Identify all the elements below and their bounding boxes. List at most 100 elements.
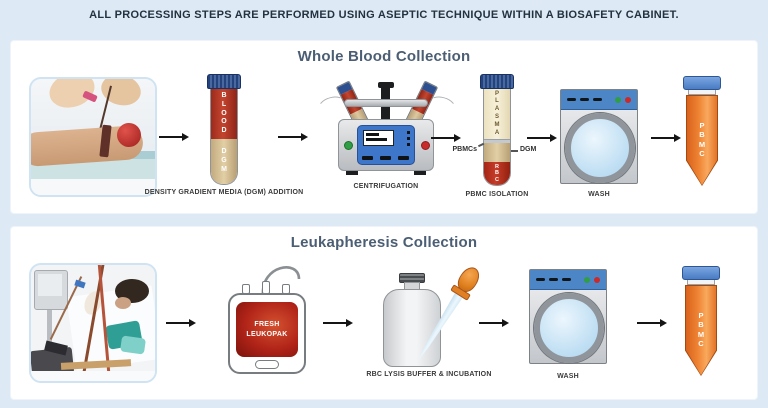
teal-drape-shape	[120, 335, 146, 355]
leukapheresis-procedure-photo	[29, 263, 157, 383]
centrifugation-caption: CENTRIFUGATION	[353, 183, 419, 190]
panel-button	[536, 277, 545, 282]
wash-caption: WASH	[588, 191, 610, 198]
tube-collar	[688, 90, 716, 95]
aseptic-technique-banner: ALL PROCESSING STEPS ARE PERFORMED USING…	[89, 9, 679, 21]
tube-body: B L O O D D G M	[210, 89, 238, 185]
red-button-icon	[625, 96, 631, 103]
tube-cap-icon	[480, 74, 514, 89]
monitor-screen-shape	[38, 274, 62, 296]
screen-bar	[366, 133, 379, 136]
green-button-icon	[584, 276, 590, 283]
dgm-layer-label: D G M	[221, 148, 227, 173]
plasma-layer: P L A S M A	[484, 89, 510, 139]
wash-machine	[529, 269, 607, 364]
pbmc-isolation-step: P L A S M A R B C PBMCs DGM PBMC ISOLATI…	[447, 71, 547, 203]
wash-machine	[560, 89, 638, 184]
flow-arrow	[527, 134, 557, 142]
green-button-icon	[615, 96, 621, 103]
flow-arrow	[278, 133, 308, 141]
flow-arrow	[651, 134, 681, 142]
blood-layer-label: B L O O D	[221, 92, 227, 135]
centrifuge-foot	[346, 171, 358, 175]
pbmc-isolation-tube: P L A S M A R B C	[480, 74, 514, 186]
rbc-layer: R B C	[484, 162, 510, 185]
washer-control-panel	[561, 90, 637, 110]
panel-button	[362, 156, 373, 160]
panel1-title: Whole Blood Collection	[297, 48, 471, 65]
green-button-icon	[344, 141, 353, 150]
panel-dot	[407, 143, 410, 146]
panel-button	[549, 277, 558, 282]
flow-arrow	[479, 319, 509, 327]
dgm-addition-caption: DENSITY GRADIENT MEDIA (DGM) ADDITION	[144, 189, 304, 196]
dgm-layer	[484, 143, 510, 162]
pbmc-buffy-layer	[484, 139, 510, 143]
bag-blood-fill: FRESH LEUKOPAK	[236, 302, 298, 357]
pbmc-tube-label: P B M C	[698, 121, 706, 159]
leukopak-step: FRESH LEUKOPAK	[217, 257, 317, 382]
panel-button	[398, 156, 409, 160]
leukopak-bag: FRESH LEUKOPAK	[228, 293, 306, 374]
dgm-layer: D G M	[211, 139, 237, 184]
patient-face-shape	[115, 297, 131, 309]
tube-cap-icon	[683, 76, 721, 90]
fresh-leukopak-label: FRESH LEUKOPAK	[246, 320, 288, 338]
washer-door	[565, 113, 635, 183]
rbc-lysis-step: RBC LYSIS BUFFER & INCUBATION	[359, 261, 499, 383]
flow-arrow	[323, 319, 353, 327]
panel-dot	[407, 137, 410, 140]
dgm-annotation: DGM	[520, 146, 537, 153]
panel-button	[580, 97, 589, 102]
flow-arrow	[159, 133, 189, 141]
red-button-icon	[421, 141, 430, 150]
blood-dgm-tube: B L O O D D G M	[207, 74, 241, 185]
pbmcs-annotation: PBMCs	[452, 146, 477, 153]
whole-blood-collection-panel: Whole Blood Collection B L O O D D G M	[10, 40, 758, 214]
pbmc-isolation-caption: PBMC ISOLATION	[465, 191, 529, 198]
tube-collar	[687, 280, 715, 285]
wash-step: WASH	[529, 265, 607, 383]
stress-ball-shape	[117, 123, 141, 147]
tube-cap-icon	[682, 266, 720, 280]
bottle-neck	[404, 282, 420, 290]
monitor-pole-shape	[47, 305, 52, 351]
panel2-title: Leukapheresis Collection	[290, 234, 478, 251]
rotor-bar	[344, 99, 428, 107]
flow-arrow	[431, 134, 461, 142]
wash-caption: WASH	[557, 373, 579, 380]
panel-button	[593, 97, 602, 102]
blood-donation-photo	[29, 77, 157, 197]
conical-tube-body: P B M C	[686, 95, 718, 186]
pillow-shape	[31, 159, 155, 181]
blood-layer: B L O O D	[211, 89, 237, 139]
rotor-knob	[378, 82, 394, 88]
rbc-lysis-caption: RBC LYSIS BUFFER & INCUBATION	[366, 371, 492, 378]
pbmc-output-tube: P B M C	[682, 73, 722, 186]
leukapheresis-collection-panel: Leukapheresis Collection FRESH LEUKOP	[10, 226, 758, 400]
dgm-connector-line	[511, 150, 518, 152]
panel-button	[567, 97, 576, 102]
panel-button	[562, 277, 571, 282]
plasma-layer-label: P L A S M A	[494, 90, 500, 136]
flow-arrow	[637, 319, 667, 327]
wash-step: WASH	[560, 85, 638, 203]
pbmc-output-tube: P B M C	[681, 263, 721, 376]
tube-cap-icon	[207, 74, 241, 89]
conical-tube-body: P B M C	[685, 285, 717, 376]
dgm-addition-step: B L O O D D G M DENSITY GRADIENT MEDIA (…	[145, 71, 303, 201]
panel-dot	[407, 131, 410, 134]
red-button-icon	[594, 276, 600, 283]
table-shape	[31, 371, 155, 381]
flow-arrow	[166, 319, 196, 327]
washer-control-panel	[530, 270, 606, 290]
pbmc-tube-label: P B M C	[697, 311, 705, 349]
panel-button	[380, 156, 391, 160]
tube-body: P L A S M A R B C	[483, 89, 511, 186]
washer-door	[534, 293, 604, 363]
centrifuge-foot	[414, 171, 426, 175]
centrifugation-step: CENTRIFUGATION	[316, 79, 458, 191]
bag-hanger-slot	[255, 360, 279, 369]
rbc-layer-label: R B C	[495, 164, 499, 183]
